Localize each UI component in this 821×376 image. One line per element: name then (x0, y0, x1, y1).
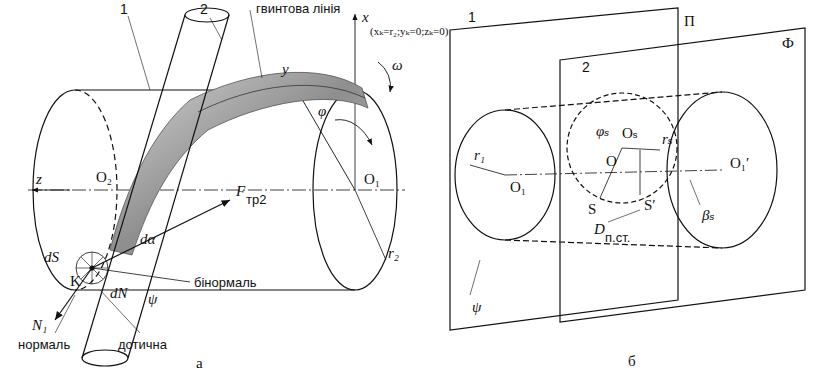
angle-label: dα (140, 232, 155, 247)
part-number: 1 (120, 2, 128, 16)
part-number: 2 (582, 60, 590, 74)
point-label: K (70, 274, 81, 289)
arc-label: dS (44, 250, 59, 265)
force-subscript: тр2 (246, 193, 266, 206)
radius-label: rₛ (662, 132, 673, 147)
force-label: F (236, 184, 245, 199)
dimension-subscript: п.ст. (605, 231, 630, 244)
point-label: O₁ (364, 172, 380, 187)
angle-label: βₛ (702, 208, 715, 223)
plane-label: П (684, 14, 695, 29)
normal-label: dN (110, 286, 128, 301)
callout-text: нормаль (18, 338, 70, 351)
point-label: O (606, 154, 617, 169)
axis-label: y (282, 62, 289, 77)
dimension-label: D (594, 222, 605, 237)
part-number: 1 (468, 10, 476, 24)
point-label: S′ (644, 198, 656, 213)
angle-label: ψ (472, 300, 481, 315)
point-label: O₁ (510, 180, 526, 195)
part-number: 2 (200, 2, 208, 16)
point-label: O₁′ (730, 156, 749, 171)
radius-label: r₂ (388, 246, 399, 261)
callout-text: дотична (118, 338, 167, 351)
angle-label: φ (318, 104, 326, 119)
figure-letter: б (628, 354, 636, 369)
point-label: O₂ (96, 170, 112, 185)
axis-label: z (36, 172, 42, 187)
coordinate-note: (xₖ=r₂;yₖ=0;zₖ=0) (370, 26, 448, 37)
point-label: S (588, 202, 596, 217)
angle-label: ψ (148, 292, 157, 307)
angle-label: ω (392, 58, 403, 73)
figure-letter: а (196, 356, 203, 371)
callout-text: бінормаль (194, 276, 257, 289)
plane-label: Ф (782, 36, 794, 51)
force-label: N₁ (32, 318, 47, 333)
point-label: Oₛ (622, 126, 638, 141)
angle-label: φₛ (596, 124, 609, 139)
axis-label: x (362, 10, 369, 25)
callout-text: гвинтова лінія (256, 2, 340, 15)
radius-label: r₁ (474, 148, 485, 163)
